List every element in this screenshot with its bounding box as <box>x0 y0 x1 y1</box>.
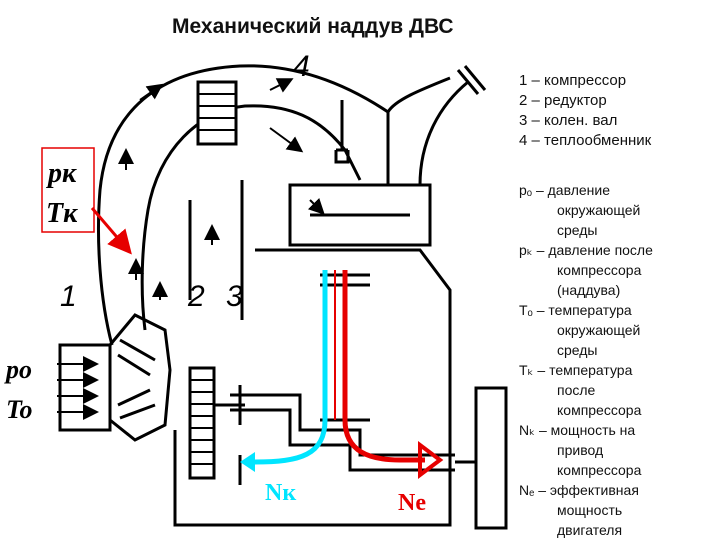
boost-pipe <box>188 180 244 320</box>
compressor-power-flow <box>254 270 328 465</box>
crankshaft <box>230 393 455 457</box>
exhaust-pipe <box>386 76 469 186</box>
definition-text: среды <box>557 342 598 358</box>
part-number-2: 2 <box>187 280 205 313</box>
heat-exchanger <box>196 80 238 146</box>
definition-text: окружающей <box>557 322 641 338</box>
inlet-temperature-label: To <box>6 395 33 424</box>
definition-head: Tₒ – температура <box>519 302 632 318</box>
definition-text: привод <box>557 442 604 458</box>
cylinder-head <box>288 183 432 247</box>
definition-text: компрессора <box>557 462 642 478</box>
definition-head: pₖ – давление после <box>519 242 653 258</box>
effective-power-label: Ne <box>398 490 426 516</box>
definition-text: окружающей <box>557 202 641 218</box>
definition-text: мощность <box>557 502 623 518</box>
definition-item: Nₑ – эффективная мощность двигателя <box>519 480 715 540</box>
compressor-power-label: Nк <box>265 480 296 506</box>
boost-pressure-label: pк <box>46 158 77 189</box>
flywheel <box>474 386 508 530</box>
boost-callout <box>41 147 95 233</box>
inlet-pressure-label: po <box>4 355 32 384</box>
valve <box>334 100 350 164</box>
definition-head: Nₖ – мощность на <box>519 422 636 438</box>
symbol-definitions: pₒ – давление окружающей среды pₖ – давл… <box>519 180 715 540</box>
definition-item: Tₖ – температура после компрессора <box>519 360 715 420</box>
page-title: Механический наддув ДВС <box>172 15 454 38</box>
definition-item: Nₖ – мощность на привод компрессора <box>519 420 715 480</box>
legend-item: 1 – компрессор <box>519 72 627 89</box>
crankcase <box>173 248 452 527</box>
legend-item: 2 – редуктор <box>519 92 607 109</box>
definition-head: pₒ – давление <box>519 182 610 198</box>
part-number-4: 4 <box>293 50 310 83</box>
legend-item: 4 – теплообменник <box>519 132 652 149</box>
boost-temperature-label: Tк <box>46 198 78 229</box>
definition-text: среды <box>557 222 598 238</box>
definition-item: pₒ – давление окружающей среды <box>519 180 715 240</box>
definition-item: pₖ – давление после компрессора (наддува… <box>519 240 715 300</box>
exhaust-flange <box>456 65 487 95</box>
definition-text: двигателя <box>557 522 623 538</box>
definition-text: компрессора <box>557 262 642 278</box>
part-number-1: 1 <box>60 280 77 313</box>
definition-head: Nₑ – эффективная <box>519 482 639 498</box>
definition-text: после <box>557 382 596 398</box>
legend-item: 3 – колен. вал <box>519 112 618 129</box>
parts-legend: 1 – компрессор 2 – редуктор 3 – колен. в… <box>519 71 715 151</box>
definition-head: Tₖ – температура <box>519 362 633 378</box>
definition-item: Tₒ – температура окружающей среды <box>519 300 715 360</box>
definition-text: (наддува) <box>557 282 621 298</box>
reducer <box>188 366 216 480</box>
part-number-3: 3 <box>226 280 243 313</box>
effective-power-flow <box>342 270 425 463</box>
definition-text: компрессора <box>557 402 642 418</box>
compressor-housing <box>108 313 172 442</box>
